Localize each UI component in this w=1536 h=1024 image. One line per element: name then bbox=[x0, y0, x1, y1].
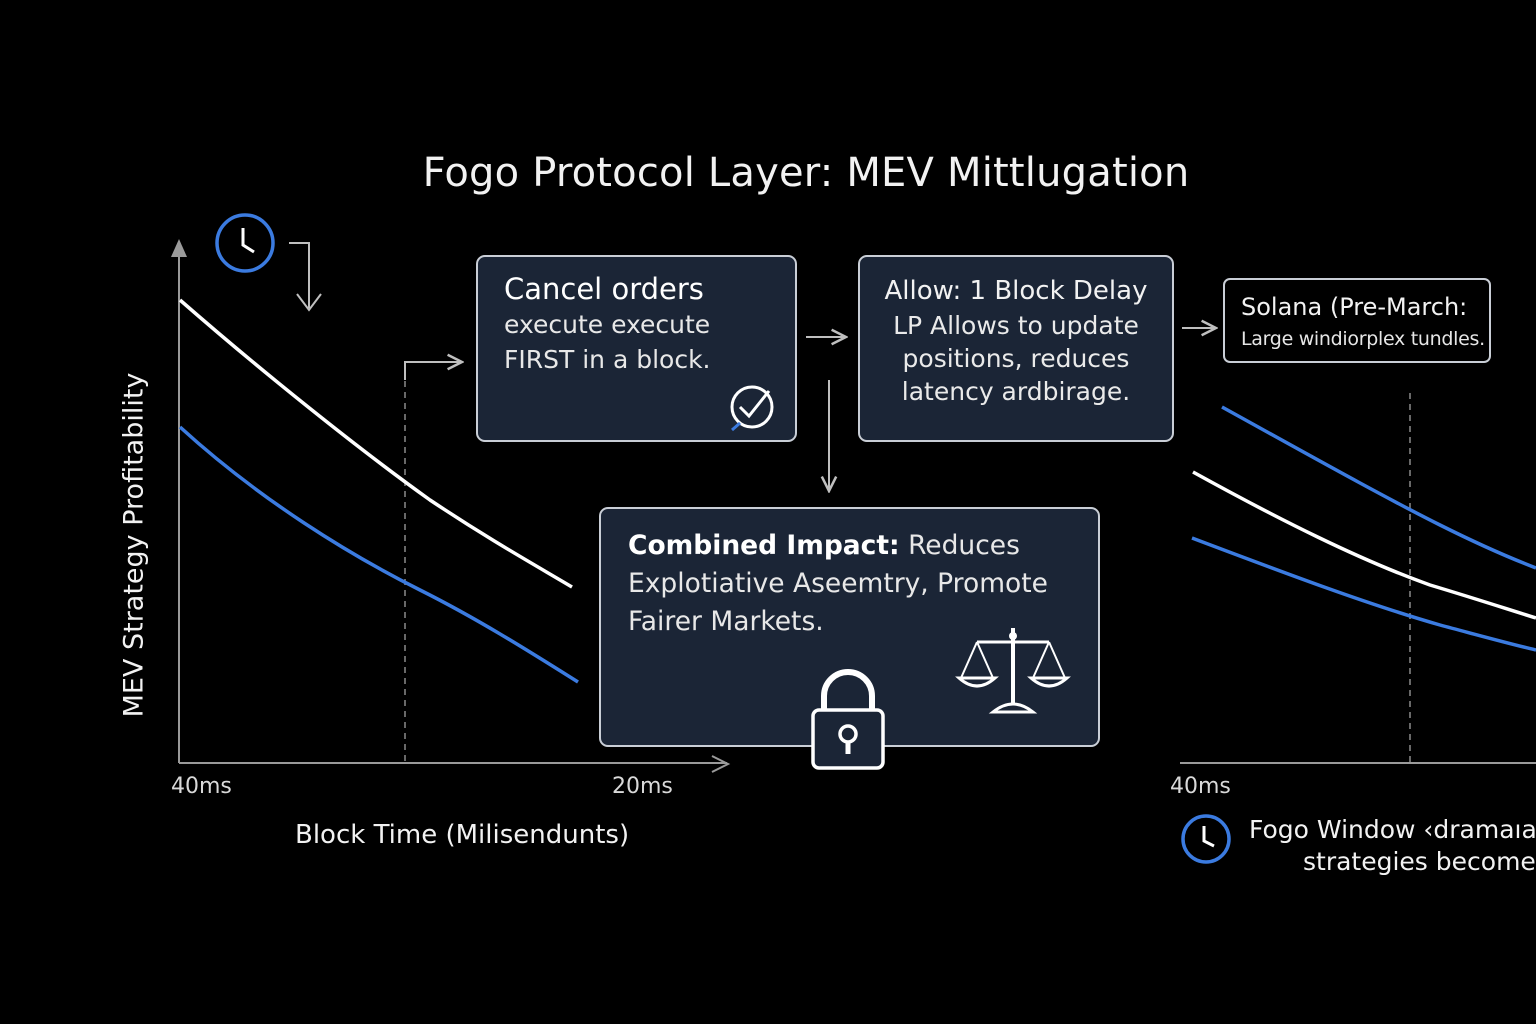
cancel-orders-heading: Cancel orders bbox=[504, 272, 704, 306]
scales-icon bbox=[955, 628, 1071, 714]
solana-line-1: Solana (Pre-March: bbox=[1241, 293, 1468, 321]
left-chart-x-tick-left: 40ms bbox=[171, 774, 232, 799]
right-chart-axes bbox=[1180, 393, 1536, 764]
block-delay-box: Allow: 1 Block Delay LP Allows to update… bbox=[858, 255, 1174, 442]
solana-box: Solana (Pre-March: Large windiorplex tun… bbox=[1223, 278, 1491, 363]
combined-impact-line-3: Fairer Markets. bbox=[628, 606, 824, 637]
block-delay-line-1: Allow: 1 Block Delay bbox=[884, 276, 1148, 306]
right-white-curve bbox=[1192, 470, 1536, 620]
right-blue-curve-bottom bbox=[1191, 536, 1536, 652]
cancel-orders-box: Cancel orders execute execute FIRST in a… bbox=[476, 255, 797, 442]
clock-icon bbox=[215, 213, 275, 273]
block-delay-line-2: LP Allows to update bbox=[893, 311, 1139, 340]
fogo-window-note: Fogo Window ‹dramaıat strategies become bbox=[1249, 814, 1536, 878]
combined-impact-line-1: Combined Impact: Reduces bbox=[628, 527, 1098, 565]
left-chart-x-tick-right: 20ms bbox=[612, 774, 673, 799]
clock-icon bbox=[1181, 814, 1231, 864]
left-chart-x-label: Block Time (Milisendunts) bbox=[295, 820, 630, 850]
arrow-down-icon bbox=[289, 242, 310, 308]
fogo-window-line-1: Fogo Window ‹dramaıat bbox=[1249, 815, 1536, 844]
left-white-curve bbox=[178, 298, 573, 589]
left-blue-curve bbox=[178, 425, 579, 684]
cancel-orders-line-1: execute execute bbox=[504, 310, 711, 339]
check-circle-icon bbox=[730, 385, 774, 432]
page-title: Fogo Protocol Layer: MEV Mittlugation bbox=[422, 150, 1190, 196]
block-delay-line-4: latency ardbirage. bbox=[901, 377, 1131, 406]
block-delay-line-3: positions, reduces bbox=[902, 344, 1130, 373]
arrow-right-icon bbox=[404, 362, 462, 380]
solana-line-2: Large windiorplex tundles. bbox=[1241, 328, 1485, 350]
left-chart-y-label: MEV Strategy Profitability bbox=[118, 372, 150, 718]
combined-impact-box: Combined Impact: Reduces Explotiative As… bbox=[599, 507, 1100, 747]
right-blue-curve-top bbox=[1221, 405, 1536, 570]
cancel-orders-line-2: FIRST in a block. bbox=[504, 345, 711, 374]
combined-impact-heading: Combined Impact: bbox=[628, 530, 900, 561]
combined-impact-line-2: Explotiative Aseemtry, Promote bbox=[628, 568, 1048, 599]
left-chart-axes bbox=[171, 239, 731, 773]
combined-impact-rest: Reduces bbox=[899, 530, 1020, 561]
fogo-window-line-2: strategies become bbox=[1303, 847, 1536, 876]
lock-icon bbox=[811, 669, 885, 770]
right-chart-x-tick-left: 40ms bbox=[1170, 774, 1231, 799]
